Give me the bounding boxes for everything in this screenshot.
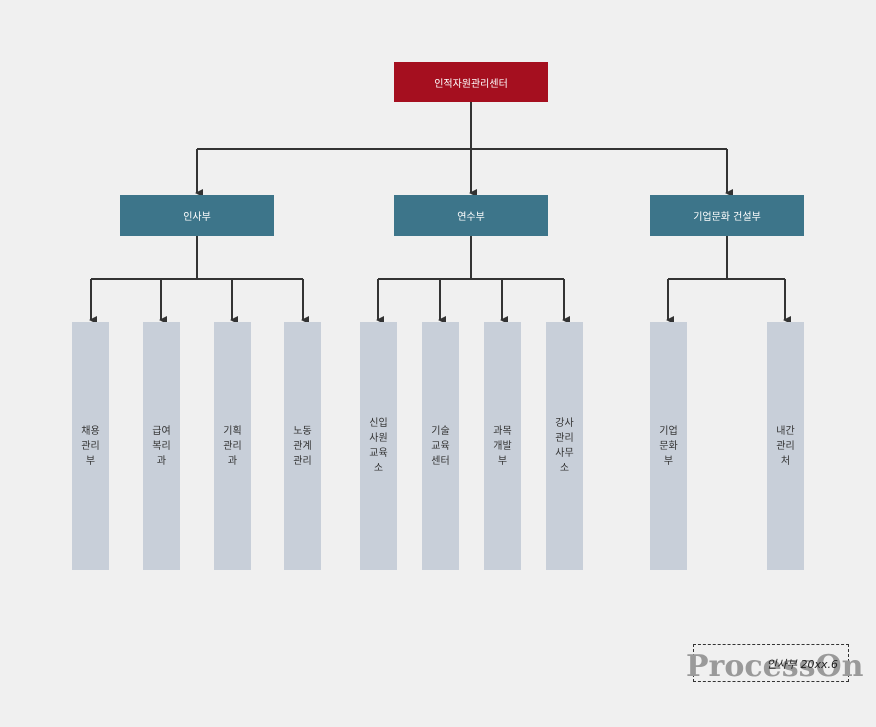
unit-node[interactable]: 내간 관리 처 (767, 322, 804, 570)
unit-node[interactable]: 신입 사원 교육 소 (360, 322, 397, 570)
unit-node[interactable]: 채용 관리 부 (72, 322, 109, 570)
unit-node[interactable]: 기술 교육 센터 (422, 322, 459, 570)
dept-node-culture[interactable]: 기업문화 건설부 (650, 195, 804, 236)
unit-node-label: 강사 관리 사무 소 (555, 418, 574, 474)
unit-node[interactable]: 기업 문화 부 (650, 322, 687, 570)
unit-node[interactable]: 기획 관리 과 (214, 322, 251, 570)
dept-node-label: 인사부 (183, 212, 211, 223)
root-node-label: 인적자원관리센터 (434, 78, 508, 90)
unit-node-label: 급여 복리 과 (152, 425, 171, 467)
unit-node-label: 기획 관리 과 (223, 425, 242, 467)
stamp-note: 인사부 20xx.6 (766, 658, 838, 671)
root-node[interactable]: 인적자원관리센터 (394, 62, 548, 102)
dept-node-hr[interactable]: 인사부 (120, 195, 274, 236)
unit-node[interactable]: 과목 개발 부 (484, 322, 521, 570)
unit-node[interactable]: 노동 관계 관리 (284, 322, 321, 570)
dept-node-label: 연수부 (457, 212, 485, 223)
unit-node-label: 내간 관리 처 (776, 425, 795, 467)
unit-node-label: 기업 문화 부 (659, 425, 678, 467)
dept-node-training[interactable]: 연수부 (394, 195, 548, 236)
unit-node-label: 노동 관계 관리 (293, 425, 312, 467)
unit-node-label: 채용 관리 부 (81, 425, 100, 467)
unit-node-label: 신입 사원 교육 소 (369, 418, 388, 474)
unit-node-label: 기술 교육 센터 (431, 425, 450, 467)
processon-logo: ProcessOn (686, 649, 864, 684)
unit-node[interactable]: 강사 관리 사무 소 (546, 322, 583, 570)
dept-node-label: 기업문화 건설부 (693, 212, 761, 223)
unit-node-label: 과목 개발 부 (493, 425, 512, 467)
unit-node[interactable]: 급여 복리 과 (143, 322, 180, 570)
watermark-stamp: ProcessOn 인사부 20xx.6 (686, 644, 863, 684)
